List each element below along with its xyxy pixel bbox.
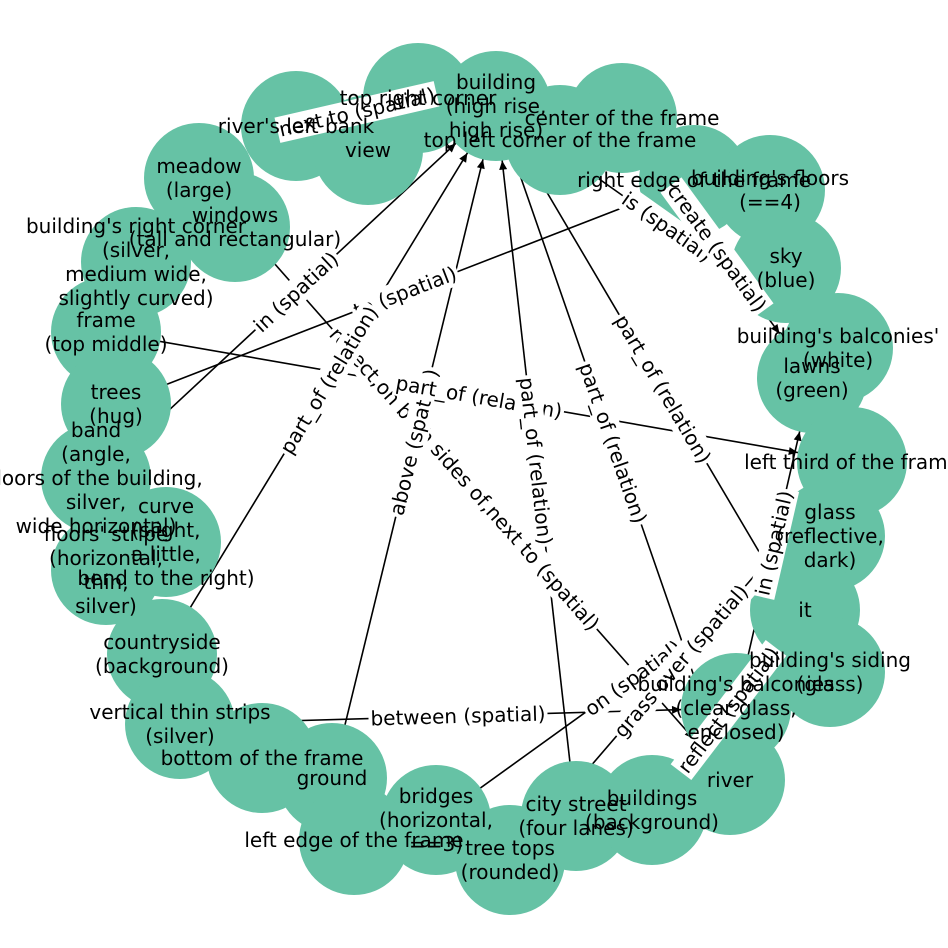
node-label-balconies_glass: building's balconies(clear glass,enclose… [637,672,834,744]
node-buildings_background [597,755,707,865]
node-label-trees: trees(hug) [89,380,143,428]
edge-label: part_of (relation) [574,359,652,526]
node-floors_stripe [51,515,161,625]
edge-label-bg [513,373,559,549]
edge-label-bg [273,299,385,461]
node-label-countryside: countryside(background) [95,630,229,678]
edge-arrowhead [499,160,508,171]
edge-label-bg [383,364,445,520]
edge-label-bg [615,185,719,269]
node-label-view: view [345,138,391,162]
node-left_edge [299,785,409,895]
node-label-meadow: meadow(large) [156,154,241,202]
node-label-right_edge: right edge of the frame [577,168,811,192]
node-label-vertical_strips: vertical thin strips(silver) [89,700,270,748]
edge-label: reflect,on both sides of,next to (spatia… [325,323,605,636]
nodes-layer [41,43,907,915]
edge-label-bg [670,640,787,780]
node-label-building_high_rise: building(high rise,high rise) [446,70,547,142]
edge-label-bg [748,486,800,600]
node-label-tree_tops: tree tops(rounded) [461,836,560,884]
node-windows [180,172,290,282]
node-label-river: river [707,768,754,792]
node-label-balconies_white: building's balconies'(white) [737,324,940,372]
node-lawns [757,323,867,433]
edge-arrowhead [459,152,468,163]
node-label-curve: curve(slight,a little,bend to the right) [77,494,254,590]
node-label-floors_stripe: floors' stripe(horizontal,thin,silver) [44,522,169,618]
node-label-top_right_corner: top right corner [340,86,498,110]
node-label-sky: sky(blue) [757,244,816,292]
edge-arrowhead [771,323,780,334]
node-label-windows: windows(tall and rectangular) [129,203,341,251]
node-label-bottom_of_frame: bottom of the frame [161,746,364,770]
node-label-rivers_left_bank: river's left bank [218,114,375,138]
edge-arrowhead [446,143,456,153]
node-label-it: it [798,598,812,622]
node-label-buildings_right_corner: building's right corner(silver,medium wi… [26,214,247,310]
edge-label-bg [368,700,548,732]
node-label-buildings_siding: building's siding(glass) [749,648,911,696]
node-label-ground: ground [297,766,368,790]
edge-label-bg [246,244,346,340]
node-label-left_edge: left edge of the frame [244,828,463,852]
node-tree_tops [455,805,565,915]
edge-label-bg [660,177,774,319]
edge-label-bg [322,320,607,638]
edge-label-bg [274,81,440,143]
edge-label-bg [572,357,654,529]
edge-arrowhead [476,159,485,170]
node-label-city_street: city street(four lanes) [518,792,633,840]
node-label-left_third: left third of the frame [744,450,948,474]
edge-label-bg [606,577,756,745]
edge-label-bg [607,308,719,470]
node-buildings_siding [775,617,885,727]
node-label-bridges: bridges(horizontal,==3) [379,784,493,856]
edge-label: between (spatial) [370,701,546,730]
node-band [41,423,151,533]
node-label-buildings_floors: building's floors(==4) [691,166,849,214]
node-label-band: band(angle,floors of the building,silver… [0,418,203,538]
edge-arrowhead [793,431,802,442]
node-label-glass: glass(reflective,dark) [776,500,884,572]
node-label-top_left_corner: top left corner of the frame [424,128,697,152]
node-label-frame_top_middle: frame(top middle) [44,308,167,356]
edge-label-bg [577,633,689,723]
node-label-center_of_frame: center of the frame [525,106,720,130]
edge-arrowhead [671,705,682,714]
node-top_left_corner [505,85,615,195]
node-label-lawns: lawns(green) [775,354,848,402]
node-label-buildings_background: buildings(background) [585,786,719,834]
